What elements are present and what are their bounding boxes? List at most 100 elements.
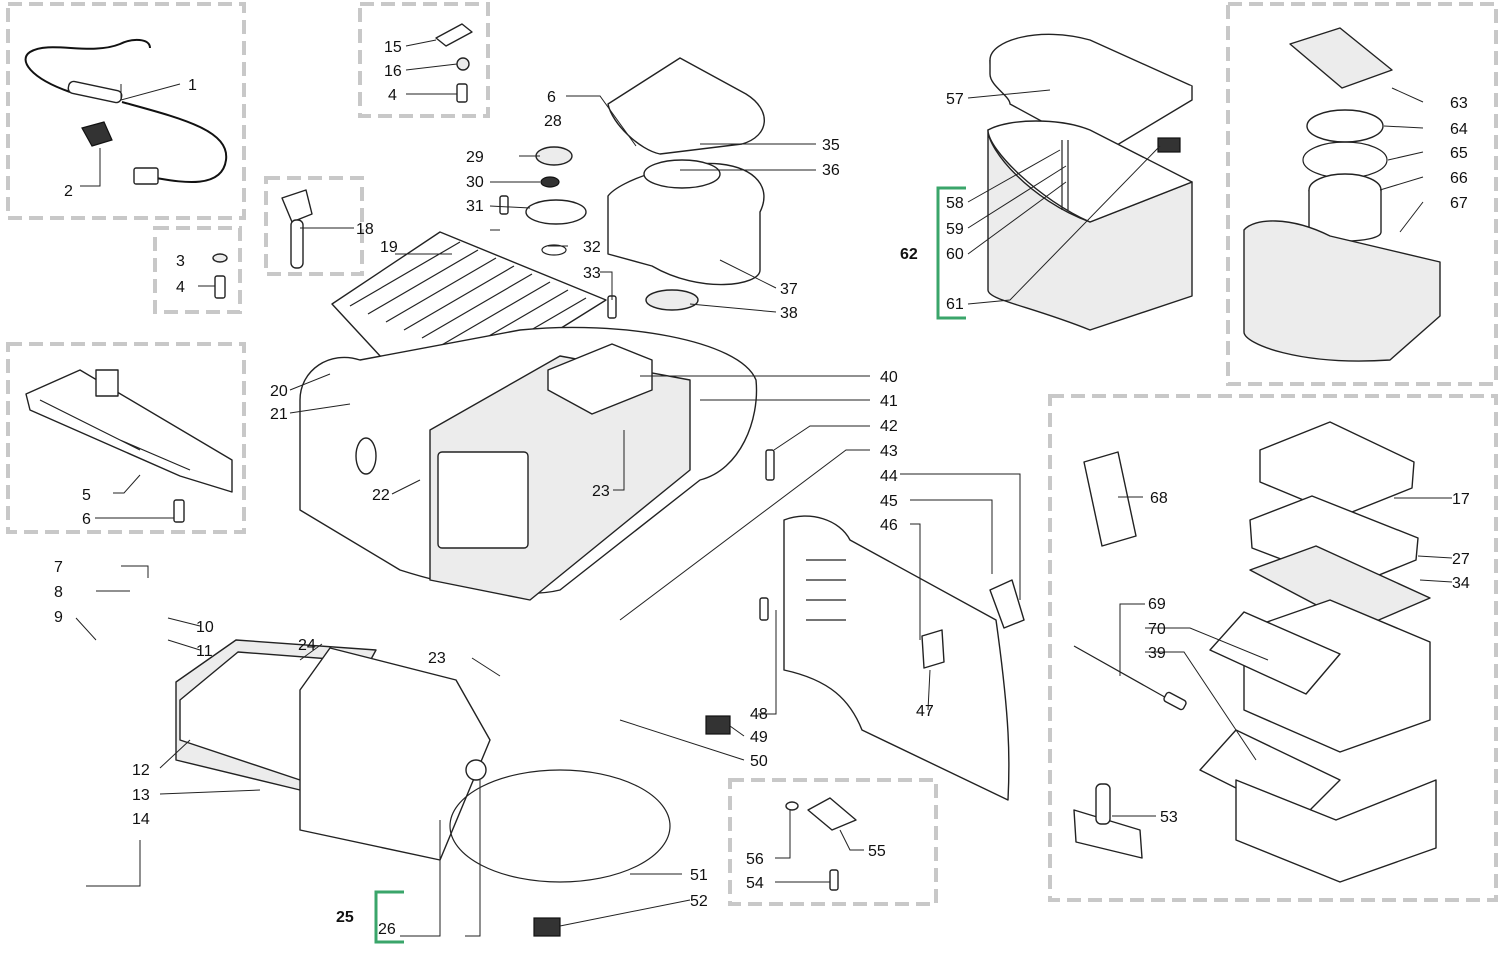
callout-60: 60 — [946, 246, 964, 263]
callout-39: 39 — [1148, 645, 1166, 662]
callout-26: 26 — [378, 921, 396, 938]
callout-65: 65 — [1450, 145, 1468, 162]
filter-group-illustration — [1243, 27, 1441, 362]
callout-37: 37 — [780, 281, 798, 298]
tool-illustration — [1073, 783, 1143, 859]
callout-57: 57 — [946, 91, 964, 108]
callout-34: 34 — [1452, 575, 1470, 592]
callout-13: 13 — [132, 787, 150, 804]
callout-19: 19 — [380, 239, 398, 256]
callout-6-a: 6 — [82, 511, 91, 528]
callout-3: 3 — [176, 253, 185, 270]
callout-48: 48 — [750, 706, 768, 723]
callout-20: 20 — [270, 383, 288, 400]
callout-51: 51 — [690, 867, 708, 884]
callout-32: 32 — [583, 239, 601, 256]
callout-66: 66 — [1450, 170, 1468, 187]
cleaning-brush-illustration — [1073, 645, 1187, 711]
callout-31: 31 — [466, 198, 484, 215]
detail-frame-hinge — [358, 2, 490, 118]
callout-47: 47 — [916, 703, 934, 720]
callout-22: 22 — [372, 487, 390, 504]
callout-25: 25 — [336, 909, 354, 926]
callout-24: 24 — [298, 637, 316, 654]
callout-42: 42 — [880, 418, 898, 435]
callout-5: 5 — [82, 487, 91, 504]
callout-59: 59 — [946, 221, 964, 238]
detail-frame-screw — [153, 226, 242, 314]
callout-23-a: 23 — [592, 483, 610, 500]
callout-45: 45 — [880, 493, 898, 510]
detail-frame-feet — [728, 778, 938, 906]
callout-52: 52 — [690, 893, 708, 910]
callout-69: 69 — [1148, 596, 1166, 613]
callout-62: 62 — [900, 246, 918, 263]
callout-1: 1 — [188, 77, 197, 94]
callout-64: 64 — [1450, 121, 1468, 138]
power-cable-illustration — [24, 38, 228, 185]
callout-16: 16 — [384, 63, 402, 80]
detail-frame-bracket — [6, 342, 246, 534]
callout-12: 12 — [132, 762, 150, 779]
callout-41: 41 — [880, 393, 898, 410]
callout-21: 21 — [270, 406, 288, 423]
parts-illustration — [24, 23, 1441, 944]
detail-frame-packaging — [1048, 394, 1498, 902]
callout-43: 43 — [880, 443, 898, 460]
spout-illustration — [281, 189, 313, 269]
callout-49: 49 — [750, 729, 768, 746]
callout-67: 67 — [1450, 195, 1468, 212]
bean-hopper-illustration — [607, 57, 765, 311]
callout-30: 30 — [466, 174, 484, 191]
callout-28: 28 — [544, 113, 562, 130]
callout-40: 40 — [880, 369, 898, 386]
callout-63: 63 — [1450, 95, 1468, 112]
callout-58: 58 — [946, 195, 964, 212]
callout-14: 14 — [132, 811, 150, 828]
group-bracket-62 — [936, 186, 966, 320]
detail-frame-filter — [1226, 2, 1498, 386]
callout-numbers: 1 2 3 4 5 6 7 8 9 10 11 12 13 14 15 16 4… — [54, 39, 1470, 938]
callout-50: 50 — [750, 753, 768, 770]
callout-23-b: 23 — [428, 650, 446, 667]
callout-15: 15 — [384, 39, 402, 56]
callout-2: 2 — [64, 183, 73, 200]
rubber-foot-a — [705, 715, 731, 735]
callout-7: 7 — [54, 559, 63, 576]
callout-55: 55 — [868, 843, 886, 860]
callout-33: 33 — [583, 265, 601, 282]
callout-38: 38 — [780, 305, 798, 322]
machine-body-illustration — [299, 231, 758, 601]
callout-4-b: 4 — [388, 87, 397, 104]
callout-54: 54 — [746, 875, 764, 892]
group-bracket-25 — [374, 890, 404, 944]
callout-27: 27 — [1452, 551, 1470, 568]
detail-frame-spout — [264, 176, 364, 276]
callout-4-a: 4 — [176, 279, 185, 296]
callout-18: 18 — [356, 221, 374, 238]
callout-6-b: 6 — [547, 89, 556, 106]
drip-tray-illustration — [175, 639, 671, 883]
callout-46: 46 — [880, 517, 898, 534]
callout-44: 44 — [880, 468, 898, 485]
manual-illustration — [1083, 451, 1137, 547]
callout-17: 17 — [1452, 491, 1470, 508]
callout-56: 56 — [746, 851, 764, 868]
bracket-illustration — [25, 369, 233, 523]
callout-10: 10 — [196, 619, 214, 636]
hinge-pieces-illustration — [435, 23, 473, 103]
callout-61: 61 — [946, 296, 964, 313]
water-tank-illustration — [987, 33, 1193, 331]
callout-53: 53 — [1160, 809, 1178, 826]
callout-36: 36 — [822, 162, 840, 179]
detail-frame-cable — [6, 2, 246, 220]
small-screw-illustration — [212, 253, 228, 299]
callout-29: 29 — [466, 149, 484, 166]
packaging-illustration — [1199, 421, 1437, 883]
rubber-foot-b — [533, 917, 561, 937]
fasteners-illustration — [759, 449, 857, 891]
callout-35: 35 — [822, 137, 840, 154]
callout-68: 68 — [1150, 490, 1168, 507]
callout-9: 9 — [54, 609, 63, 626]
